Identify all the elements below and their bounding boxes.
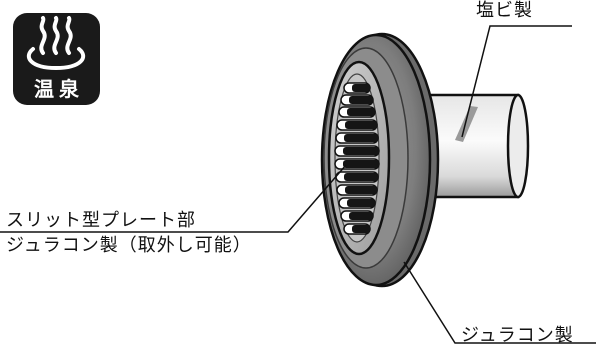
slit-openings: [334, 82, 380, 235]
label-plate-name: スリット型プレート部: [6, 210, 196, 231]
slit-opening: [344, 173, 378, 181]
leader-line-pipe: [461, 25, 572, 138]
slit-opening: [343, 147, 379, 155]
label-plate-material: ジュラコン製（取外し可能）: [6, 235, 252, 256]
leader-line-plate: [0, 164, 347, 233]
leader-lines: [0, 25, 596, 344]
slit-opening: [352, 225, 370, 233]
slit-opening: [349, 96, 373, 104]
slit-opening: [347, 108, 375, 116]
slit-opening: [343, 160, 379, 168]
slit-opening: [347, 199, 375, 207]
badge-text: 温泉: [34, 77, 84, 101]
onsen-badge: 温泉: [13, 13, 100, 105]
slit-opening: [345, 186, 377, 194]
label-ring-material: ジュラコン製: [461, 325, 574, 346]
slit-opening: [352, 84, 370, 92]
label-pipe-material: 塩ビ製: [476, 0, 533, 21]
slit-opening: [344, 134, 378, 142]
slit-opening: [349, 212, 373, 220]
hot-spring-icon: [26, 16, 86, 71]
leader-line-ring: [403, 261, 596, 344]
slit-opening: [345, 121, 377, 129]
